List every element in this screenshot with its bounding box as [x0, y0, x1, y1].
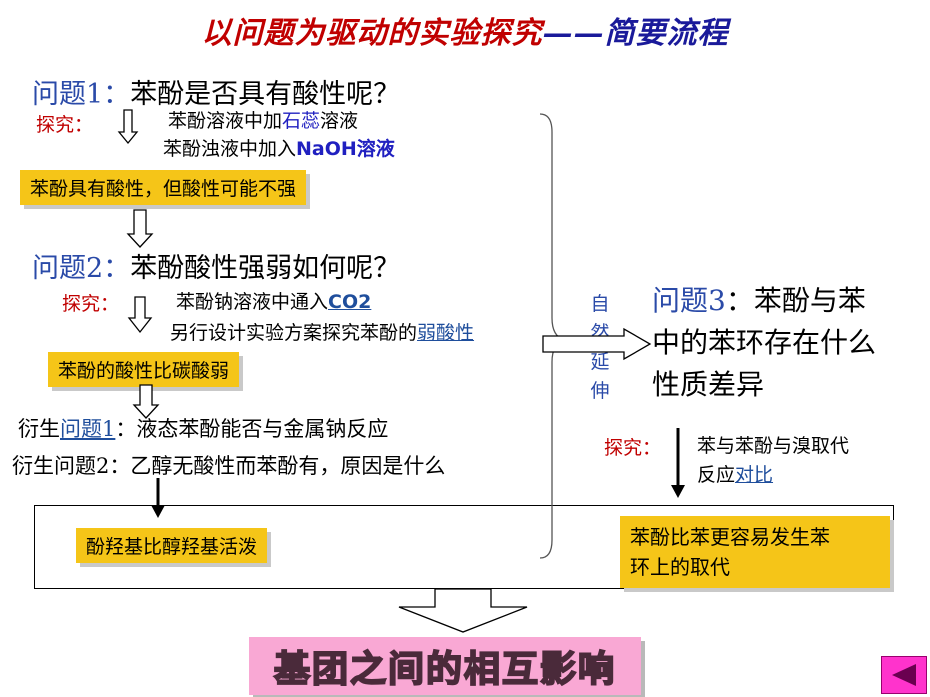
- q2-step2-link[interactable]: 弱酸性: [417, 322, 475, 344]
- question-1-step-1: 苯酚溶液中加石蕊溶液: [168, 106, 358, 133]
- big-hollow-down-arrow-icon: [398, 588, 528, 633]
- q1-step1-reagent: 石蕊: [282, 110, 321, 132]
- q2-step1-link[interactable]: CO2: [328, 291, 372, 313]
- question-3-step-1: 苯与苯酚与溴取代: [697, 435, 850, 457]
- question-1-explore-label: 探究：: [36, 114, 94, 136]
- hollow-down-arrow-icon: [127, 296, 153, 334]
- q3-step-text: 反应: [697, 464, 736, 486]
- question-1-step-2: 苯酚浊液中加入NaOH溶液: [163, 134, 395, 161]
- conclusion-right-line-2: 环上的取代: [630, 555, 730, 579]
- question-2-lead: 问题2：: [32, 253, 131, 284]
- derived-question-2: 衍生问题2：乙醇无酸性而苯酚有，原因是什么: [12, 454, 446, 478]
- question-1-lead: 问题1：: [32, 79, 131, 110]
- question-3-step-2: 反应对比: [697, 460, 773, 487]
- natural-char-1: 自: [590, 293, 610, 315]
- question-3-line-1: ：苯酚与苯: [725, 284, 866, 317]
- conclusion-right-line-1: 苯酚比苯更容易发生苯: [630, 525, 830, 549]
- question-2-step-2: 另行设计实验方案探究苯酚的弱酸性: [170, 318, 474, 345]
- title-dash: ——: [542, 16, 605, 51]
- question-3-line-3: 性质差异: [652, 368, 765, 401]
- back-nav-button[interactable]: [881, 656, 927, 694]
- natural-char-3: 延: [590, 351, 610, 373]
- question-3-explore-label: 探究：: [604, 437, 662, 459]
- title-tail: 简要流程: [604, 16, 729, 51]
- hollow-down-arrow-icon: [126, 209, 154, 248]
- derived-question-1: 衍生问题1：液态苯酚能否与金属钠反应: [18, 413, 388, 443]
- derived-1-text: ：液态苯酚能否与金属钠反应: [115, 417, 389, 441]
- question-3: 问题3：苯酚与苯 中的苯环存在什么 性质差异: [652, 280, 876, 406]
- banner-text: 基团之间的相互影响: [273, 648, 616, 691]
- q2-step2-text: 另行设计实验方案探究苯酚的: [170, 322, 418, 344]
- question-2-result: 苯酚的酸性比碳酸弱: [48, 352, 240, 387]
- back-triangle-icon: [892, 664, 916, 686]
- conclusion-banner: 基团之间的相互影响: [249, 637, 641, 695]
- question-1: 问题1：苯酚是否具有酸性呢？: [32, 72, 400, 111]
- hollow-down-arrow-icon: [117, 109, 139, 145]
- q1-step2-reagent: NaOH溶液: [296, 138, 395, 160]
- q1-step2-text: 苯酚浊液中加入: [163, 138, 297, 160]
- title-main: 以问题为驱动的实验探究: [201, 16, 543, 51]
- question-2-text: 苯酚酸性强弱如何呢？: [130, 253, 401, 284]
- q1-step1-suffix: 溶液: [320, 110, 359, 132]
- derived-1-prefix: 衍生: [18, 417, 60, 441]
- conclusion-left: 酚羟基比醇羟基活泼: [76, 528, 268, 563]
- hollow-right-arrow-icon: [542, 327, 652, 361]
- q1-step1-text: 苯酚溶液中加: [168, 110, 283, 132]
- question-2-explore-label: 探究：: [62, 293, 120, 315]
- question-1-text: 苯酚是否具有酸性呢？: [130, 79, 401, 110]
- question-2: 问题2：苯酚酸性强弱如何呢？: [32, 246, 400, 285]
- natural-char-4: 伸: [590, 380, 610, 402]
- page-title: 以问题为驱动的实验探究——简要流程: [0, 8, 930, 52]
- q2-step1-text: 苯酚钠溶液中通入: [176, 291, 329, 313]
- question-2-step-1: 苯酚钠溶液中通入CO2: [176, 287, 371, 314]
- conclusion-right: 苯酚比苯更容易发生苯 环上的取代: [620, 516, 890, 588]
- question-1-result: 苯酚具有酸性，但酸性可能不强: [20, 170, 307, 205]
- derived-1-link[interactable]: 问题1: [60, 417, 116, 441]
- question-3-line-2: 中的苯环存在什么: [652, 326, 877, 359]
- question-3-lead: 问题3: [652, 284, 726, 317]
- hollow-down-arrow-icon: [132, 384, 160, 419]
- q3-step-link[interactable]: 对比: [735, 464, 774, 486]
